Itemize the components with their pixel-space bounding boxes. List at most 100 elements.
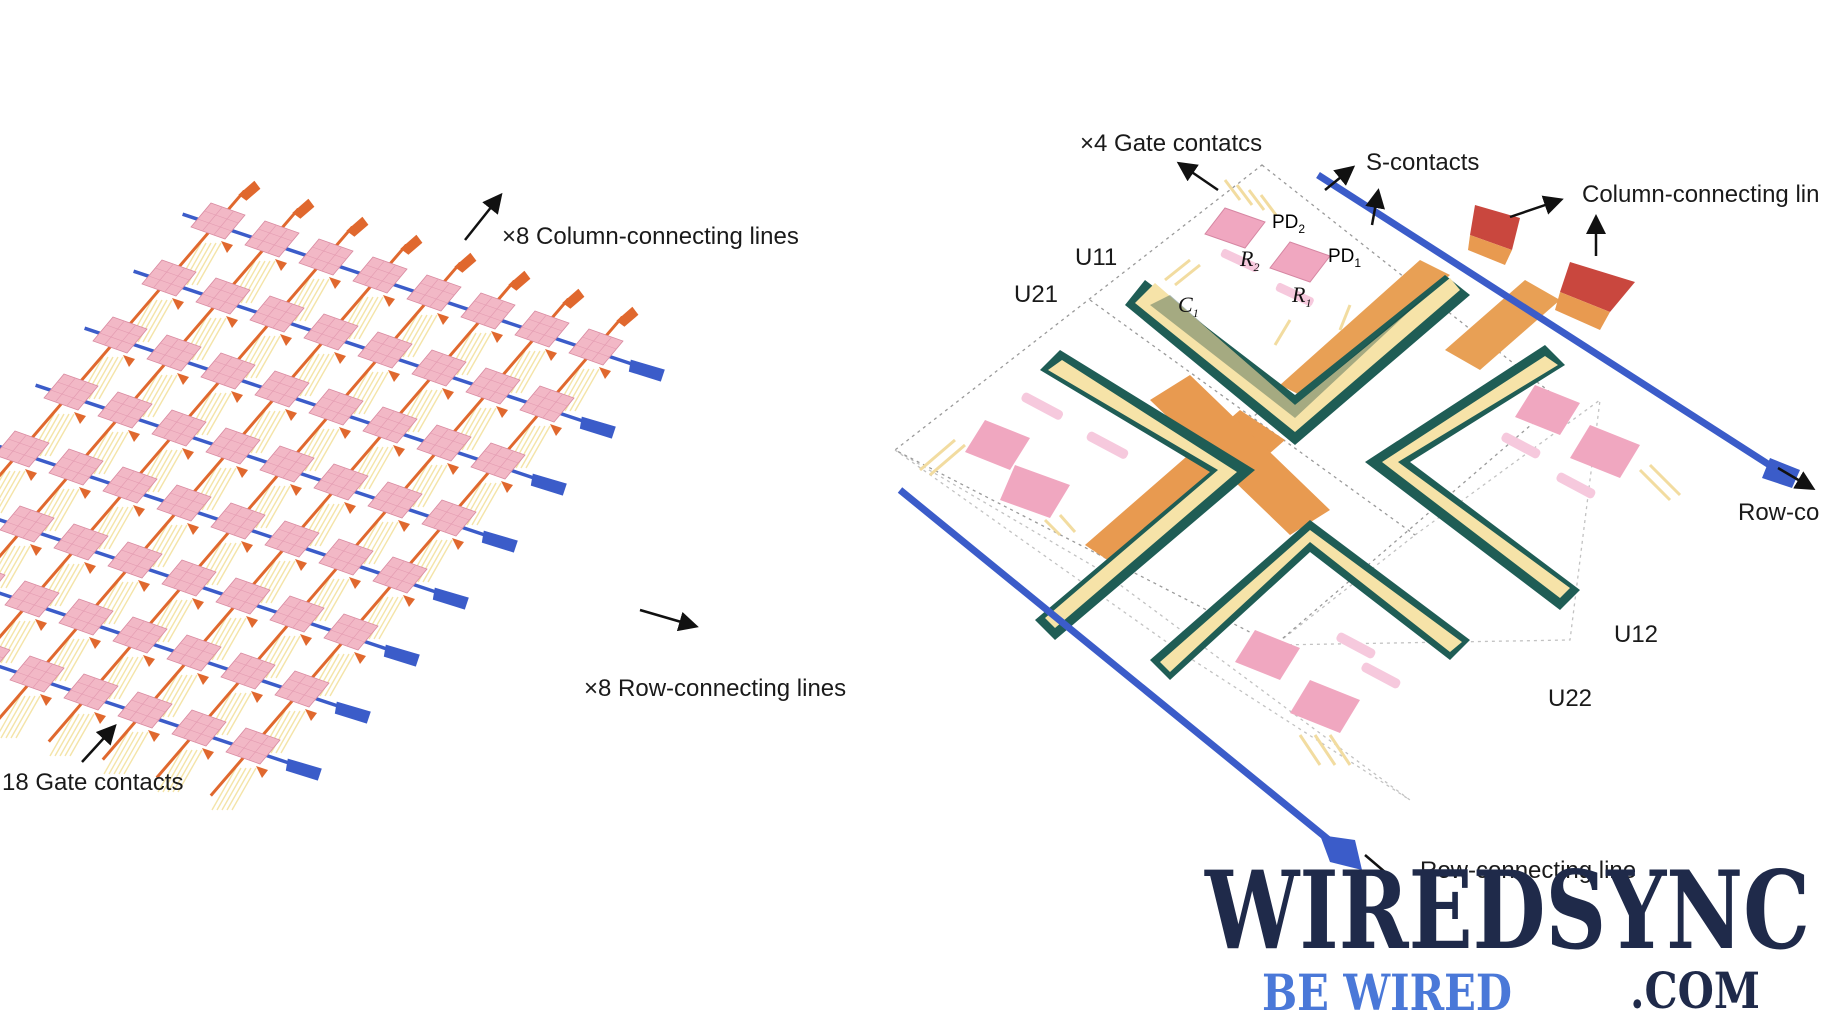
- row-pad: [481, 530, 518, 553]
- pixel-grid-line: [183, 713, 204, 739]
- pixel-grid-line: [121, 549, 156, 563]
- pixel-grid-line: [425, 357, 460, 371]
- gate-finger: [412, 314, 438, 358]
- pixel-grid-line: [444, 507, 465, 533]
- gate-finger: [59, 713, 85, 757]
- gate-finger: [314, 503, 340, 547]
- pixel-tab: [94, 712, 106, 724]
- pixel-tab: [172, 298, 184, 310]
- gate-finger: [98, 356, 124, 400]
- gate-finger: [255, 335, 281, 379]
- pixel-grid-line: [179, 492, 200, 518]
- gate-finger: [250, 260, 276, 304]
- pixel-tab: [398, 520, 410, 532]
- pixel-grid-line: [153, 263, 174, 289]
- unit-label-u12: U12: [1614, 621, 1658, 648]
- pixel-grid-line: [542, 393, 563, 419]
- pixel-tab: [197, 673, 209, 685]
- gate-finger: [44, 413, 70, 457]
- gate-finger: [0, 470, 16, 499]
- pixel-grid-line: [331, 396, 352, 422]
- pixel-tab: [25, 469, 37, 481]
- unit-u22-components: [1235, 630, 1401, 766]
- pixel-tab: [275, 259, 287, 271]
- pixel-grid-line: [67, 531, 102, 545]
- gate-finger: [211, 542, 237, 586]
- pixel-grid-line: [337, 621, 372, 635]
- gate-finger: [466, 407, 492, 451]
- pixel-grid-line: [75, 677, 96, 703]
- row-line-bottom-label: Row-connecting line: [1420, 857, 1636, 884]
- pixel-grid-line: [430, 432, 465, 446]
- r2-label: R2: [1239, 246, 1259, 274]
- pixel-grid-line: [155, 267, 190, 281]
- pixel-grid-line: [202, 206, 223, 232]
- pixel-grid-line: [268, 378, 303, 392]
- pixel-grid-line: [16, 584, 37, 610]
- pixel-grid-line: [184, 567, 205, 593]
- gate-finger: [226, 692, 252, 736]
- pixel-grid-line: [124, 707, 159, 721]
- pixel-grid-line: [173, 650, 208, 664]
- gate-finger: [157, 449, 183, 493]
- pixel-tab: [388, 370, 400, 382]
- pixel-grid-line: [281, 686, 316, 700]
- pixel-grid-line: [371, 339, 406, 353]
- pixel-grid-line: [116, 474, 151, 488]
- pixel-grid-line: [168, 575, 203, 589]
- gate-finger: [245, 260, 271, 304]
- pixel-grid-line: [207, 281, 228, 307]
- pixel-grid-line: [380, 339, 401, 365]
- gate-finger: [569, 368, 595, 412]
- row-pad: [628, 359, 665, 382]
- photodiode-pd1: [1269, 241, 1331, 283]
- pixel-tab: [290, 484, 302, 496]
- pixel-grid-line: [189, 642, 210, 668]
- pixel-grid-line: [575, 344, 610, 358]
- pixel-grid-line: [164, 267, 185, 293]
- pixel-grid-line: [531, 389, 552, 415]
- gate-finger: [417, 464, 443, 508]
- pixel-grid-line: [234, 660, 269, 674]
- pixel-grid-line: [381, 489, 416, 503]
- gate-finger: [319, 503, 345, 547]
- gate-finger: [10, 695, 36, 739]
- gate-finger: [221, 767, 247, 811]
- capacitor-bottom: [1150, 520, 1470, 680]
- pixel-grid-line: [528, 318, 563, 332]
- gate-finger: [152, 374, 178, 418]
- pixel-grid-line: [228, 435, 249, 461]
- pixel-grid-line: [22, 513, 43, 539]
- pixel-grid-line: [330, 629, 365, 643]
- pixel-grid-line: [312, 246, 347, 260]
- gate-finger: [10, 620, 36, 664]
- pixel-grid-line: [326, 321, 347, 347]
- pixel-grid-line: [212, 443, 247, 457]
- pixel-grid-line: [212, 356, 233, 382]
- pixel-grid-line: [224, 510, 259, 524]
- pixel-grid-line: [434, 357, 455, 383]
- r1-label: R1: [1291, 282, 1311, 310]
- unit-label-u22: U22: [1548, 685, 1592, 712]
- pixel-grid-line: [346, 621, 367, 647]
- column-pad: [454, 252, 477, 273]
- gate-finger: [162, 524, 188, 568]
- pixel-grid-line: [17, 438, 38, 464]
- pixel-tab: [599, 367, 611, 379]
- pixel-grid-line: [232, 656, 253, 682]
- pixel-tab: [354, 652, 366, 664]
- pixel-grid-line: [229, 585, 264, 599]
- gate-finger: [363, 371, 389, 415]
- pixel-grid-line: [23, 663, 58, 677]
- pixel-grid-line: [390, 489, 411, 515]
- pixel-grid-line: [55, 377, 76, 403]
- gate-finger: [466, 332, 492, 376]
- pixel-tab: [226, 316, 238, 328]
- pixel-grid-line: [158, 425, 193, 439]
- pixel-grid-line: [493, 450, 514, 476]
- gate-finger: [167, 599, 193, 643]
- pixel-grid-line: [278, 528, 313, 542]
- pixel-tab: [393, 445, 405, 457]
- gate-finger: [280, 710, 306, 754]
- pixel-tab: [501, 481, 513, 493]
